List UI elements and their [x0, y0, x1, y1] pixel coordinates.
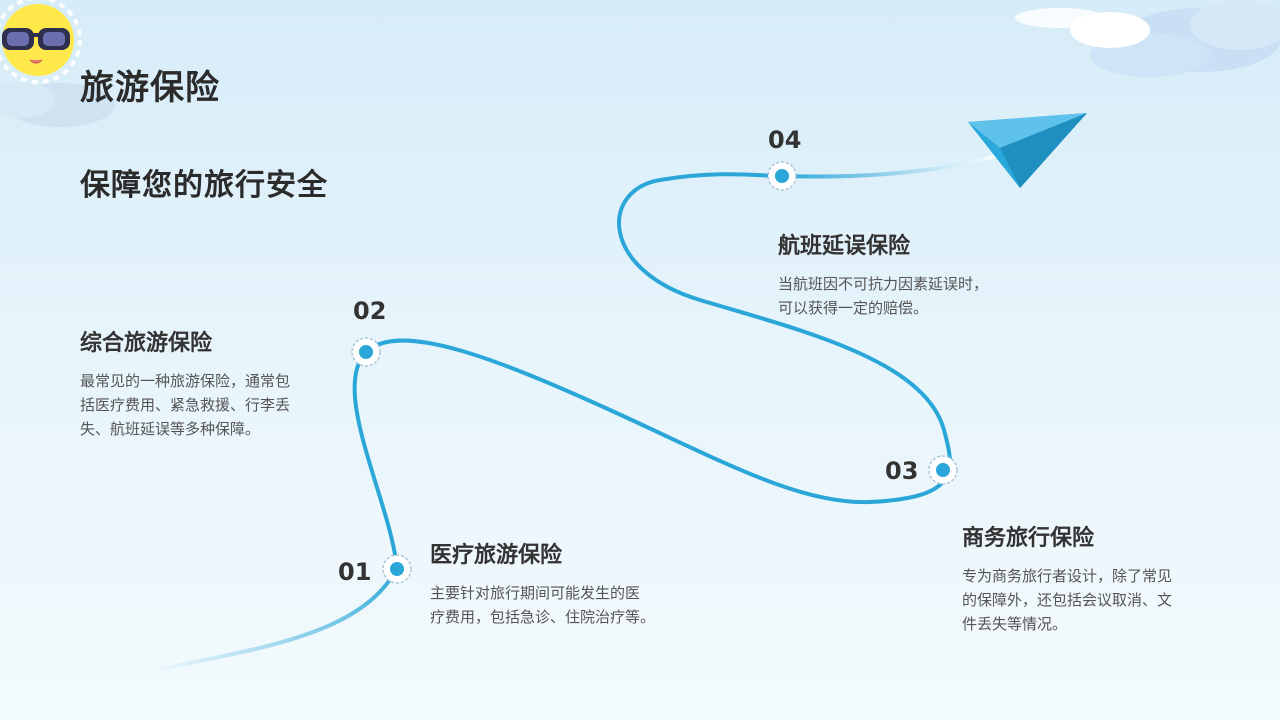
step-description-line: 主要针对旅行期间可能发生的医 — [430, 584, 641, 602]
step-title: 航班延误保险 — [778, 234, 911, 259]
step-title: 医疗旅游保险 — [430, 543, 563, 568]
step-card-04: 航班延误保险 当航班因不可抗力因素延误时， 可以获得一定的赔偿。 — [778, 228, 1028, 320]
step-description-line: 最常见的一种旅游保险，通常包 — [80, 372, 291, 390]
step-title: 商务旅行保险 — [962, 526, 1095, 551]
step-card-03: 商务旅行保险 专为商务旅行者设计，除了常见 的保障外，还包括会议取消、文 件丢失… — [962, 520, 1212, 636]
step-number-01: 01 — [338, 558, 372, 586]
step-number-03: 03 — [885, 457, 919, 485]
sun-with-sunglasses-icon — [0, 0, 82, 84]
step-marker-02 — [351, 337, 381, 367]
step-description-line: 失、航班延误等多种保障。 — [80, 420, 261, 438]
page-subtitle: 保障您的旅行安全 — [80, 168, 328, 203]
step-card-01: 医疗旅游保险 主要针对旅行期间可能发生的医 疗费用，包括急诊、住院治疗等。 — [430, 537, 690, 629]
step-description-line: 专为商务旅行者设计，除了常见 — [962, 567, 1173, 585]
cloud-icon — [0, 82, 115, 127]
step-marker-03 — [928, 455, 958, 485]
step-description-line: 疗费用，包括急诊、住院治疗等。 — [430, 608, 656, 626]
step-marker-01 — [382, 554, 412, 584]
page-title: 旅游保险 — [80, 68, 220, 108]
paper-plane-icon — [968, 113, 1087, 188]
step-marker-04 — [767, 161, 797, 191]
step-card-02: 综合旅游保险 最常见的一种旅游保险，通常包 括医疗费用、紧急救援、行李丢 失、航… — [80, 325, 320, 441]
step-description-line: 件丢失等情况。 — [962, 615, 1068, 633]
step-description-line: 可以获得一定的赔偿。 — [778, 299, 929, 317]
step-description-line: 当航班因不可抗力因素延误时， — [778, 275, 989, 293]
step-description-line: 括医疗费用、紧急救援、行李丢 — [80, 396, 291, 414]
cloud-icon — [1015, 0, 1280, 77]
step-number-04: 04 — [768, 126, 802, 154]
step-title: 综合旅游保险 — [80, 331, 213, 356]
step-number-02: 02 — [353, 297, 387, 325]
step-description-line: 的保障外，还包括会议取消、文 — [962, 591, 1173, 609]
